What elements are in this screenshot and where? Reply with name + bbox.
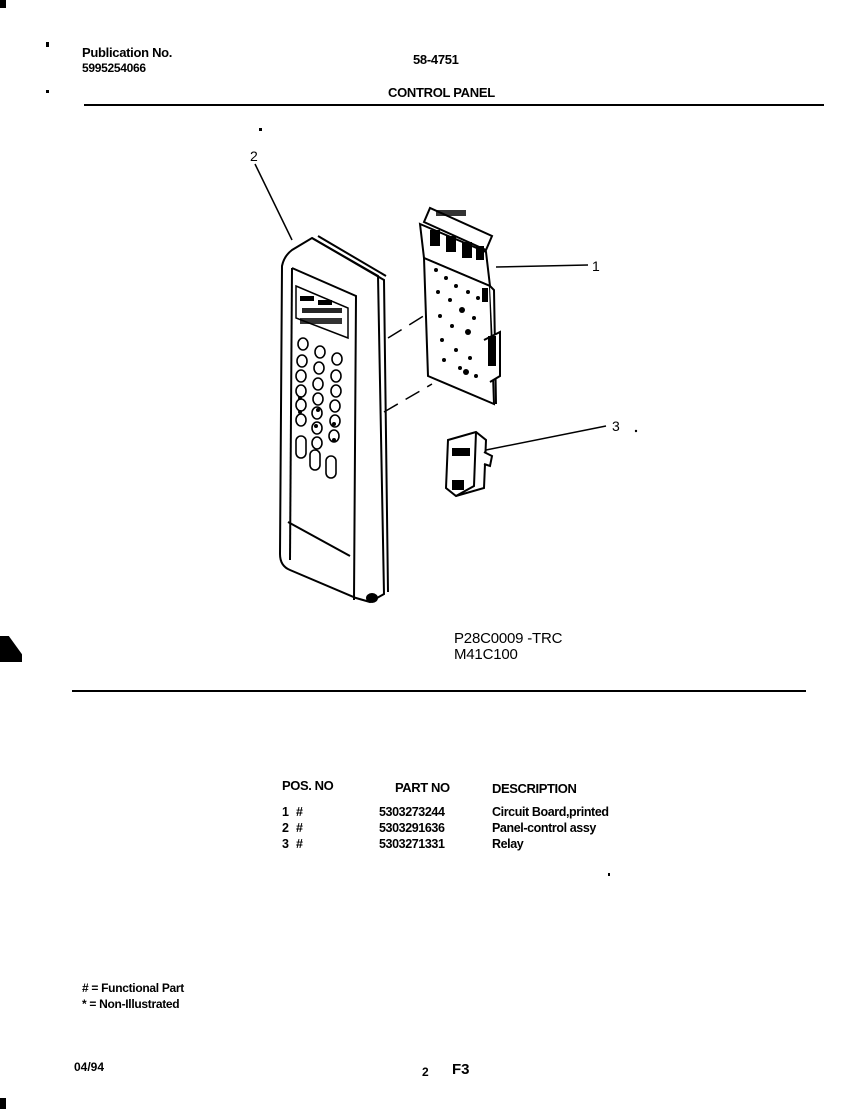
leader-lines bbox=[254, 163, 607, 451]
callout-1: 1 bbox=[592, 258, 600, 274]
exploded-parts-diagram: 2 1 3 bbox=[250, 148, 638, 604]
speck bbox=[608, 873, 610, 876]
legend-functional: # = Functional Part bbox=[82, 981, 184, 995]
panel-mount-tab bbox=[366, 593, 378, 603]
row-pos: 1 bbox=[282, 805, 289, 819]
scan-edge-mark bbox=[0, 1098, 6, 1109]
callout-2: 2 bbox=[250, 148, 258, 164]
keypad-legend-marks bbox=[298, 396, 336, 442]
callout-3: 3 bbox=[612, 418, 620, 434]
speck bbox=[46, 42, 49, 47]
description-header: DESCRIPTION bbox=[492, 781, 577, 796]
speck bbox=[46, 90, 49, 93]
row-part-no: 5303271331 bbox=[379, 837, 445, 851]
row-pos: 2 bbox=[282, 821, 289, 835]
model-number-1: P28C0009 -TRC bbox=[454, 630, 563, 647]
alignment-dashes bbox=[383, 311, 433, 413]
row-part-no: 5303291636 bbox=[379, 821, 445, 835]
panel-display-drawing bbox=[300, 296, 342, 324]
row-flag: # bbox=[296, 821, 303, 835]
footer-code: F3 bbox=[452, 1061, 470, 1078]
publication-label: Publication No. bbox=[82, 45, 173, 60]
publication-number: 5995254066 bbox=[82, 61, 146, 75]
scan-edge-mark bbox=[0, 0, 6, 8]
diagram-rule bbox=[72, 690, 806, 692]
row-flag: # bbox=[296, 805, 303, 819]
row-description: Relay bbox=[492, 837, 524, 851]
row-pos: 3 bbox=[282, 837, 289, 851]
speck bbox=[634, 429, 638, 433]
doc-number: 58-4751 bbox=[413, 52, 459, 67]
relay-details bbox=[452, 448, 470, 490]
row-part-no: 5303273244 bbox=[379, 805, 445, 819]
row-description: Circuit Board,printed bbox=[492, 805, 609, 819]
footer-date: 04/94 bbox=[74, 1060, 105, 1074]
board-components bbox=[434, 268, 496, 378]
speck bbox=[259, 128, 262, 131]
part-no-header: PART NO bbox=[395, 780, 450, 795]
parts-table: POS. NO PART NO DESCRIPTION 1 # 53032732… bbox=[282, 778, 642, 858]
section-title: CONTROL PANEL bbox=[388, 85, 495, 100]
row-flag: # bbox=[296, 837, 303, 851]
pos-no-header: POS. NO bbox=[282, 778, 334, 793]
model-number-2: M41C100 bbox=[454, 646, 518, 663]
header-rule bbox=[84, 104, 824, 106]
panel-keypad-drawing bbox=[295, 337, 343, 479]
row-description: Panel-control assy bbox=[492, 821, 596, 835]
footer-page: 2 bbox=[422, 1065, 429, 1079]
board-display-segments bbox=[430, 210, 484, 260]
legend-non-illustrated: * = Non-Illustrated bbox=[82, 997, 180, 1011]
